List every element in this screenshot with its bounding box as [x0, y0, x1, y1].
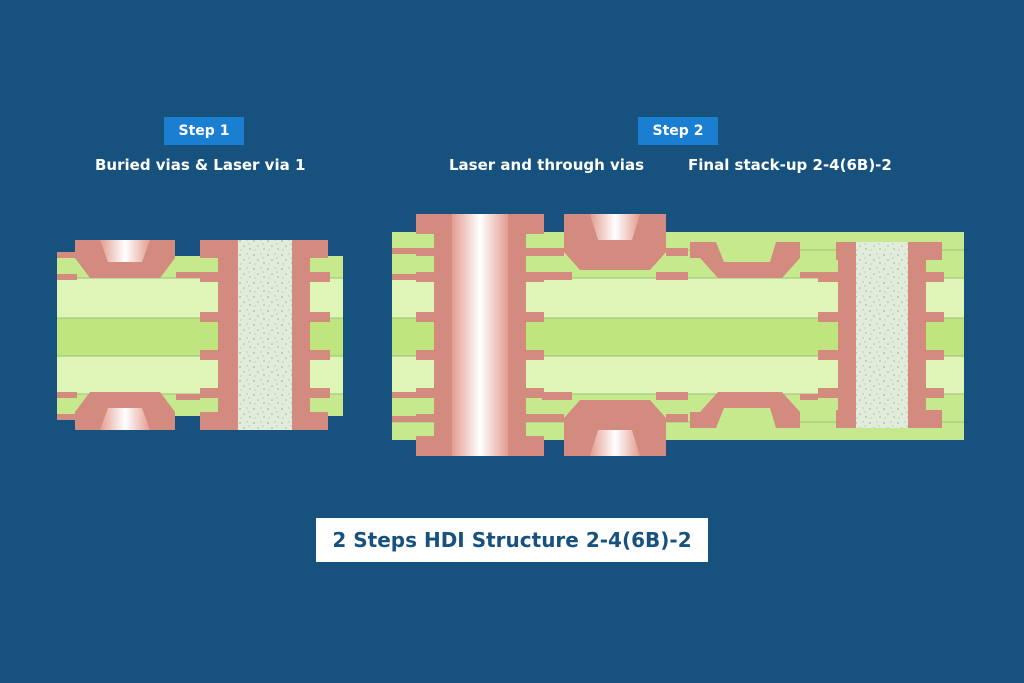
step1-caption: Buried vias & Laser via 1 — [95, 156, 306, 174]
diagram-title: 2 Steps HDI Structure 2-4(6B)-2 — [316, 518, 708, 562]
step2-laser-via-top — [542, 214, 688, 280]
step1-laser-via-top — [75, 240, 175, 278]
step1-stackup — [57, 240, 343, 430]
step2-stackup — [392, 214, 964, 456]
step2-layer-outer-top — [392, 232, 964, 250]
step2-laser-via1-bottom — [690, 392, 800, 428]
step2-caption-right: Final stack-up 2-4(6B)-2 — [688, 156, 892, 174]
step2-caption-left: Laser and through vias — [449, 156, 644, 174]
step2-laser-via1-top — [690, 242, 800, 278]
step2-laser-via-bottom — [542, 392, 688, 456]
step2-buried-via — [800, 242, 944, 428]
step2-through-via — [416, 214, 544, 456]
step1-laser-via-bottom — [75, 392, 175, 430]
step2-badge: Step 2 — [638, 117, 718, 145]
step1-buried-via — [200, 240, 330, 430]
step2-layer-outer-bottom — [392, 422, 964, 440]
step1-badge: Step 1 — [164, 117, 244, 145]
